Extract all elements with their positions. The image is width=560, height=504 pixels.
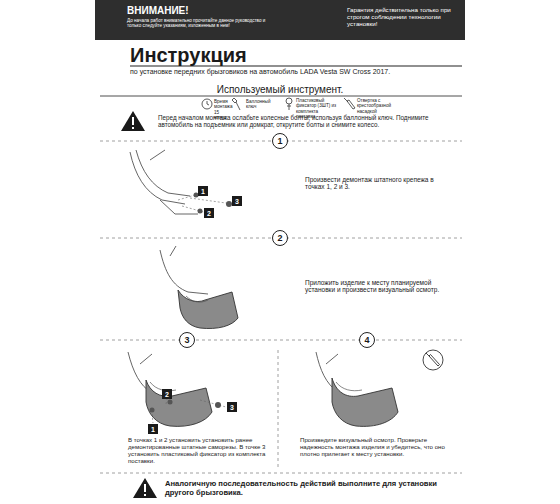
callout-number: 2 [162,389,172,399]
number-text: 4 [364,336,369,345]
mudflap [316,352,398,426]
number-text: 2 [207,210,211,217]
screw [150,400,222,413]
number-text: 1 [151,426,155,433]
mudflap [160,246,238,329]
leader-line [152,399,226,423]
number-text: 2 [165,391,169,398]
number-text: 3 [184,336,189,345]
section-heading: Используемый инструмент. [160,84,400,96]
warning-note: До начала работ внимательно прочитайте д… [127,18,267,29]
number-text: 1 [201,188,205,195]
number-text: 3 [230,404,234,411]
step-text: Произвести демонтаж штатного крепежа в т… [305,176,445,191]
warning-bar: ВНИМАНИЕ!До начала работ внимательно про… [95,0,465,40]
number-text: 1 [277,137,282,146]
callout-number: 1 [148,424,158,434]
step-number: 1 [272,133,288,149]
mudflap [128,352,212,426]
rule [100,96,462,97]
screwdriver-icon [423,350,443,370]
number-text: 3 [235,198,239,205]
number-text: 2 [277,234,282,243]
step-text: В точках 1 и 2 установить установить ран… [128,436,274,464]
warning-icon [121,111,145,131]
callout-number: 1 [198,186,208,196]
warning-icon [133,478,157,498]
separator [100,141,462,473]
step-number: 4 [359,332,375,348]
warning-text: Перед началом монтажа ослабьте колесные … [158,114,458,128]
closing-note: Аналогичную последовательность действий … [165,480,455,497]
step-text: Произведите визуальный осмотр. Проверьте… [300,436,458,457]
tool-label: Отвертка с крестообразной насадкой [357,98,401,114]
wheel-arch [130,150,198,214]
tool-label: Баллонный ключ [246,99,268,110]
callout-number: 3 [227,402,237,412]
guarantee-note: Гарантия действительна только при строго… [347,6,459,27]
step-text: Приложить изделие к месту планируемой ус… [305,279,445,294]
warning-heading: ВНИМАНИЕ! [127,5,247,17]
callout-number: 3 [232,196,242,206]
subtitle: по установке передних брызговиков на авт… [130,68,460,76]
callout-number: 2 [204,208,214,218]
step-number: 2 [272,230,288,246]
step-number: 3 [179,332,195,348]
title: Инструкция [130,44,330,67]
